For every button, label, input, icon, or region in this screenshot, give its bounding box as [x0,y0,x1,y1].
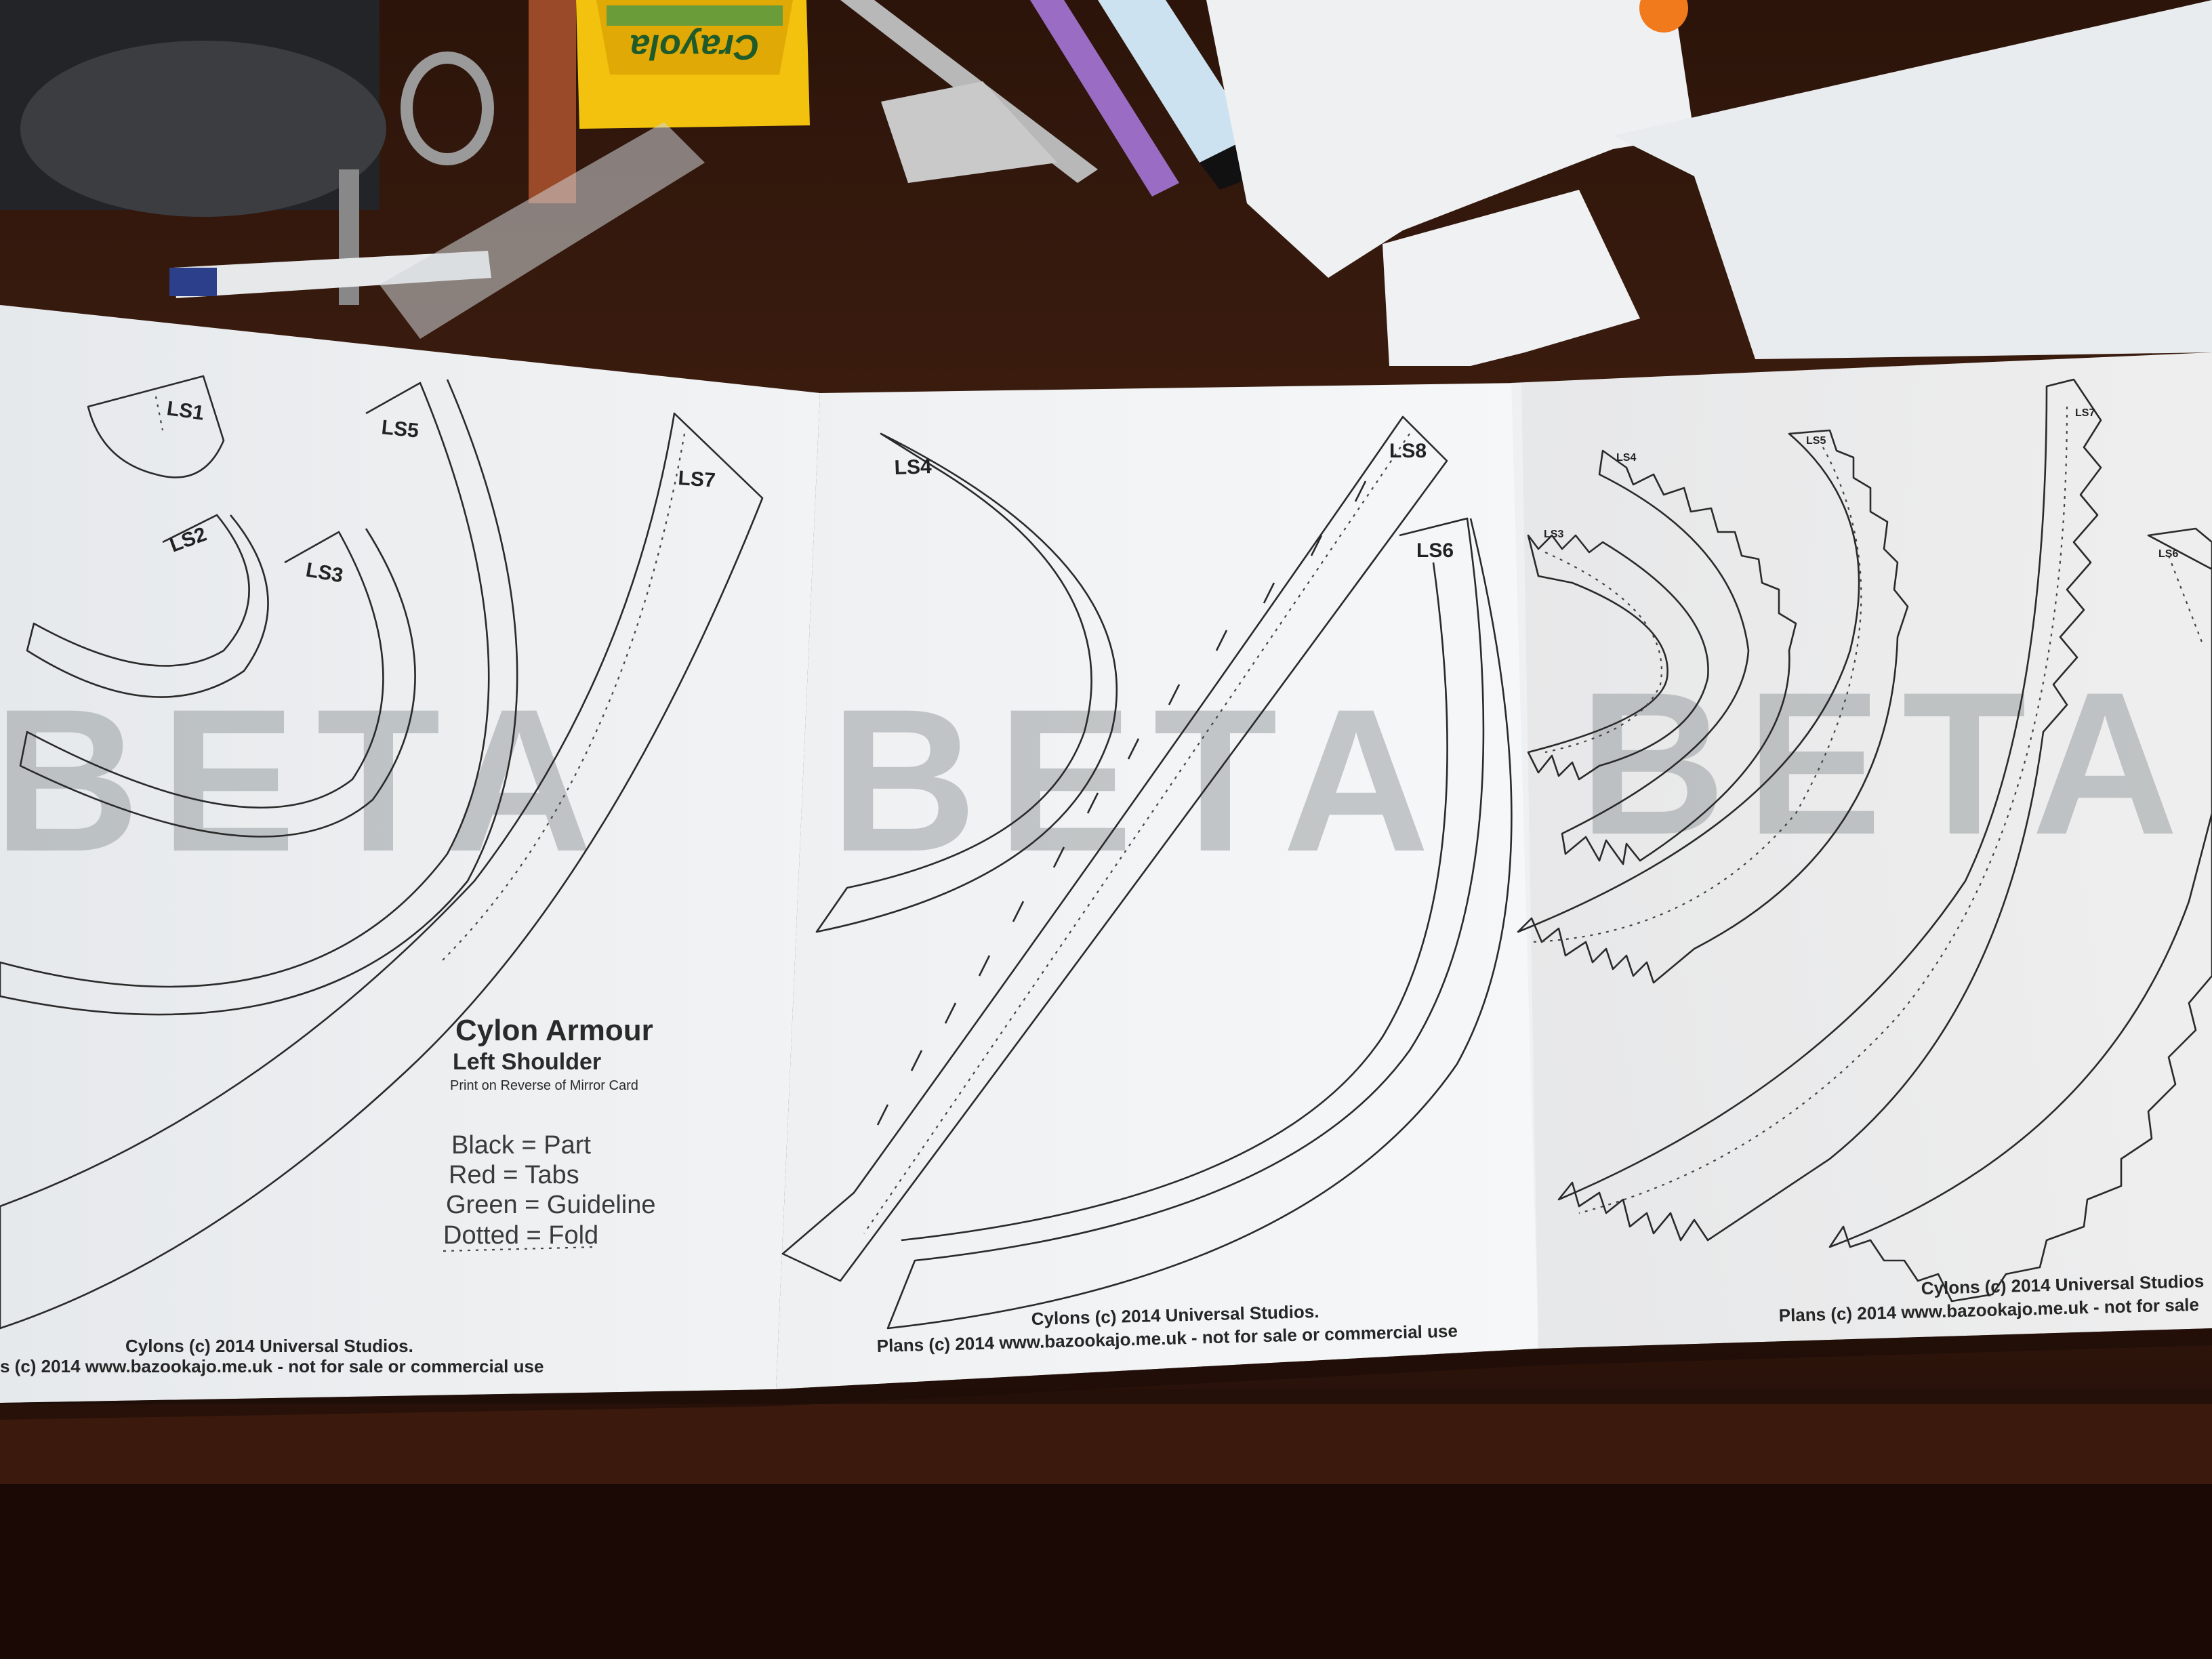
desk-front-shadow [0,1484,2212,1659]
part-ls3-tabs [1527,534,1709,781]
watermark-right: BETA [1579,649,2198,877]
legend-green: Green = Guideline [446,1191,655,1219]
part-ls1 [87,375,225,478]
part-ls5 [0,379,518,1016]
desk-front-edge [0,1403,2212,1484]
watermark-middle: BETA [830,666,1450,894]
marker-pen [169,251,491,298]
plan-note: Print on Reverse of Mirror Card [450,1078,638,1093]
part-ls5-tabs [1517,429,1909,984]
legend-dotted: Dotted = Fold [443,1221,598,1250]
legend-black: Black = Part [451,1131,591,1160]
label-ls8: LS8 [1389,440,1427,462]
plan-title: Cylon Armour [455,1014,653,1047]
grey-bag [20,41,386,217]
paper-offcuts [881,0,2212,366]
watermark-left: BETA [0,666,613,894]
copyright-left-2: s (c) 2014 www.bazookajo.me.uk - not for… [0,1356,544,1376]
part-ls3 [19,528,416,838]
part-ls6-tabs [1828,527,2212,1303]
label-ls5-small: LS5 [1806,435,1826,447]
plan-subtitle: Left Shoulder [453,1049,601,1075]
crayon-box-brand: Crayola [630,27,760,66]
purple-tool [1030,0,1179,197]
crayon-box: Crayola [576,0,810,129]
part-ls7 [0,412,764,1330]
label-ls4: LS4 [894,455,932,479]
part-ls4 [815,432,1118,933]
label-ls5: LS5 [380,416,419,443]
sheet-middle: BETA LS4 LS8 LS6 Cylons (c) 2014 Univers… [776,383,1538,1389]
copyright-left-1: Cylons (c) 2014 Universal Studios. [125,1336,413,1356]
label-ls6: LS6 [1416,539,1454,562]
sheet-right: BETA LS3 LS4 LS5 LS7 LS6 Cylons (c) 2014… [1511,352,2212,1349]
part-ls2 [26,514,269,698]
copper-ruler [529,0,576,203]
label-ls7-small: LS7 [2075,407,2095,419]
label-ls7: LS7 [678,467,716,492]
part-ls8 [781,415,1448,1282]
clear-ruler [380,122,705,339]
label-ls1: LS1 [165,397,205,424]
label-ls4-small: LS4 [1616,452,1636,464]
orange-object [1639,0,1688,33]
sheet-left: BETA LS1 LS2 LS3 LS5 LS7 Cylon Armour Le… [0,305,820,1403]
sheets-shadow [0,1328,2212,1420]
part-ls7-tabs [1557,378,2102,1242]
part-ls4-tabs [1561,449,1797,865]
label-ls6-small: LS6 [2158,548,2178,560]
legend-red: Red = Tabs [449,1161,579,1189]
part-ls6 [886,517,1513,1330]
label-ls3-small: LS3 [1544,529,1563,540]
